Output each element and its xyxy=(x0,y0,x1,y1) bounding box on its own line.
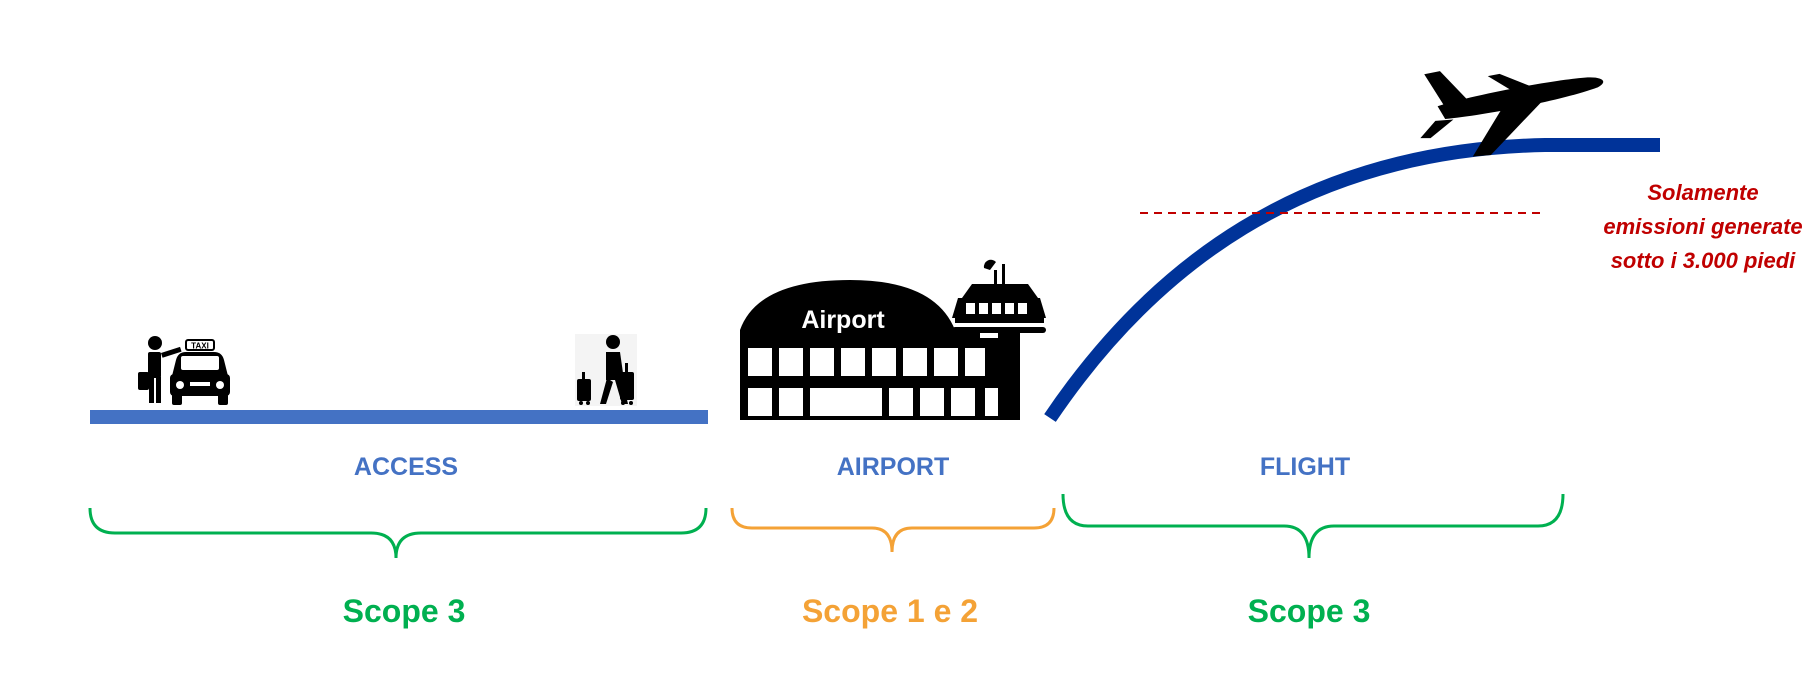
traveler-luggage-icon xyxy=(575,334,637,406)
person-hailing-icon xyxy=(138,336,182,403)
scope-label-airport: Scope 1 e 2 xyxy=(802,593,978,629)
access-road xyxy=(90,410,708,424)
segment-label-access: ACCESS xyxy=(354,453,458,481)
segment-label-airport: AIRPORT xyxy=(837,453,950,481)
note-line-2: emissioni generate xyxy=(1603,214,1802,239)
brace-access xyxy=(88,507,708,559)
scope-label-access: Scope 3 xyxy=(343,593,466,629)
airplane-icon xyxy=(1420,71,1604,157)
scope-label-flight: Scope 3 xyxy=(1248,593,1371,629)
brace-airport xyxy=(730,507,1056,553)
taxi-sign: TAXI xyxy=(191,342,209,351)
segment-label-flight: FLIGHT xyxy=(1260,453,1350,481)
note-line-3: sotto i 3.000 piedi xyxy=(1611,248,1796,273)
airport-sign: Airport xyxy=(801,306,885,334)
control-tower-icon xyxy=(952,259,1046,420)
brace-flight xyxy=(1061,493,1565,559)
taxi-icon: TAXI xyxy=(170,339,230,405)
airport-terminal-icon: Airport xyxy=(740,280,1010,420)
note-line-1: Solamente xyxy=(1647,180,1758,205)
flight-path xyxy=(1044,138,1660,422)
